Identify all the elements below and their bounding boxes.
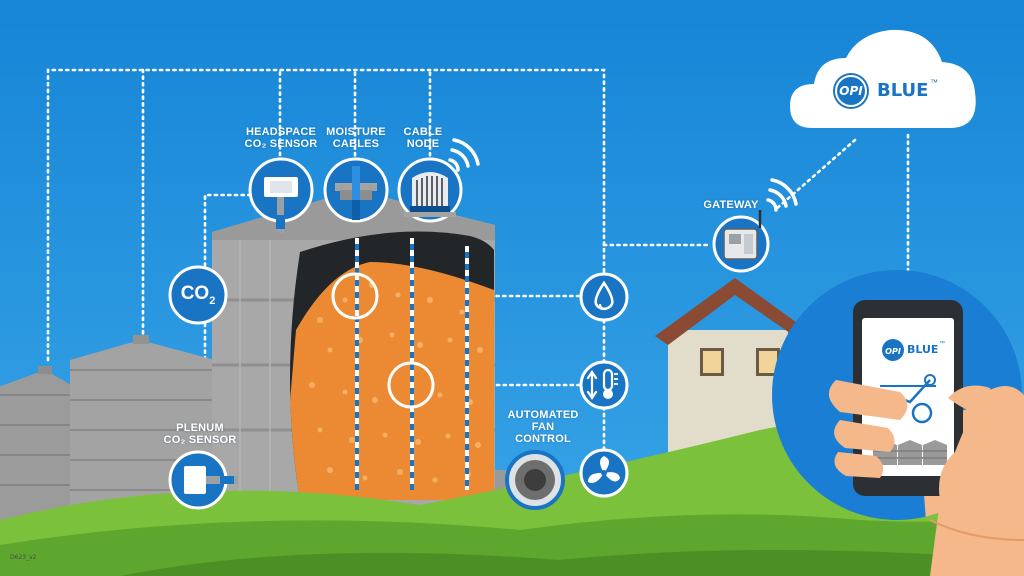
water-drop-icon [579, 272, 629, 322]
label-gateway: GATEWAY [696, 199, 766, 211]
fan-icon [579, 448, 629, 498]
label-line: MOISTURE [326, 126, 386, 138]
brand-opi: OPI [839, 84, 863, 98]
document-code: D623_v2 [10, 554, 37, 561]
main-grain-bin [212, 190, 515, 515]
label-line: CABLE [403, 126, 443, 138]
wifi-signal-icon [766, 178, 798, 212]
co2-sub: 2 [209, 295, 216, 307]
label-line: CABLES [332, 138, 380, 150]
label-moisture-cables: MOISTURE CABLES [316, 126, 396, 150]
brand-trademark: ™ [930, 78, 938, 87]
opi-brand-disc: OPI [835, 75, 867, 107]
phone-brand-trademark: ™ [939, 341, 945, 347]
co2-main: CO [180, 283, 210, 304]
label-line: HEADSPACE [245, 126, 317, 138]
fan-duct-icon [505, 450, 565, 510]
brand-logo: OPI BLUE ™ [835, 73, 955, 109]
co2-badge [168, 265, 228, 325]
phone-brand-disc: OPI [882, 339, 904, 361]
plenum-co2-sensor-icon [168, 450, 238, 510]
moisture-cables-icon [323, 157, 389, 223]
sensor-reading-points [331, 272, 435, 409]
phone-brand-blue: BLUE [907, 343, 939, 356]
wifi-signal-icon [448, 138, 480, 172]
headspace-co2-sensor-icon [248, 157, 314, 233]
label-line: CO₂ SENSOR [244, 138, 318, 150]
label-line: AUTOMATED [507, 409, 579, 421]
phone-brand-opi: OPI [885, 347, 901, 356]
cable-node-icon [397, 157, 463, 223]
co2-badge-label: CO2 [170, 283, 226, 307]
label-line: GATEWAY [703, 199, 759, 211]
hand-icon [828, 380, 1024, 576]
connection-lines [46, 68, 910, 482]
label-line: FAN [531, 421, 555, 433]
label-cable-node: CABLE NODE [396, 126, 450, 150]
label-line: NODE [406, 138, 440, 150]
phone-brand-logo: OPI BLUE ™ [882, 339, 952, 361]
label-line: CO₂ SENSOR [163, 434, 237, 446]
label-automated-fan-control: AUTOMATED FAN CONTROL [502, 409, 584, 445]
brand-blue: BLUE [877, 80, 929, 101]
gateway-device-icon [712, 210, 770, 273]
label-line: CONTROL [515, 433, 571, 445]
thermometer-icon [579, 360, 629, 410]
cloud-icon [790, 29, 976, 129]
label-headspace-co2-sensor: HEADSPACE CO₂ SENSOR [236, 126, 326, 150]
label-plenum-co2-sensor: PLENUM CO₂ SENSOR [155, 422, 245, 446]
label-line: PLENUM [176, 422, 224, 434]
